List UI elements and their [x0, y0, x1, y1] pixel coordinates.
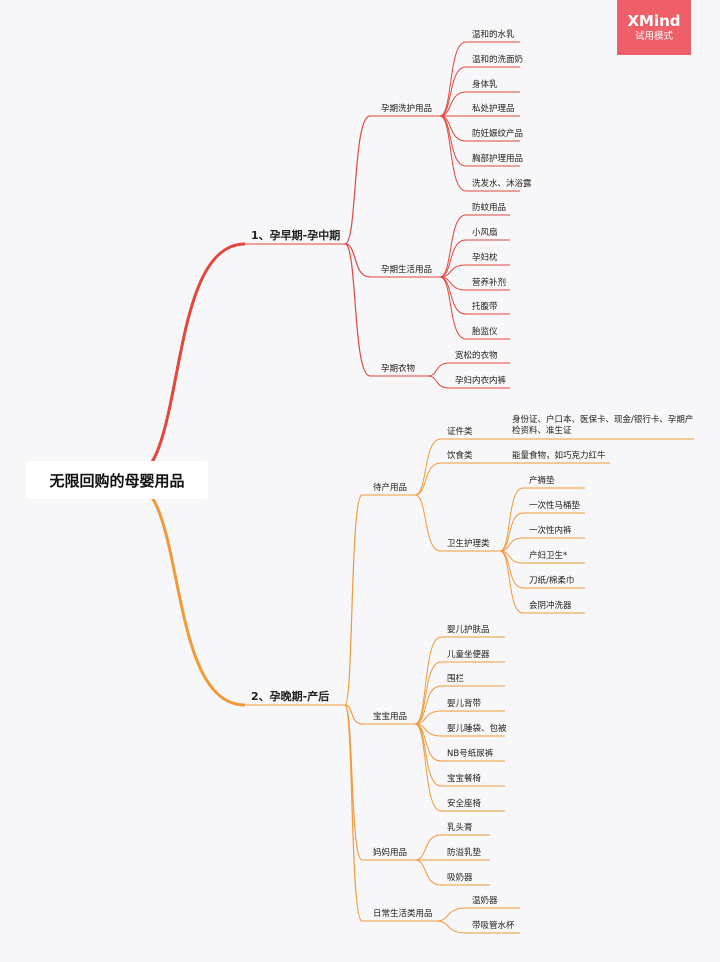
leaf[interactable]: 安全座椅 [447, 799, 482, 809]
leaf[interactable]: 小风扇 [472, 228, 498, 238]
connector-leaf [439, 115, 467, 192]
leaf[interactable]: 防妊娠纹产品 [472, 129, 524, 139]
connector-leaf [414, 685, 442, 725]
connector-leaf [499, 512, 524, 552]
leaf[interactable]: 身份证、户口本、医保卡、现金/银行卡、孕期产检资料、准生证 [512, 415, 694, 436]
leaf[interactable]: 私处护理品 [472, 104, 515, 114]
connector-delivery-group [414, 438, 442, 496]
connector-leaf [439, 239, 467, 278]
leaf[interactable]: NB号纸尿裤 [447, 749, 494, 759]
connector-leaf [414, 723, 442, 762]
leaf[interactable]: 胎监仪 [472, 327, 498, 337]
topic-daily[interactable]: 日常生活类用品 [373, 909, 433, 919]
topic-branch-1[interactable]: 1、孕早期-孕中期 [251, 229, 341, 242]
topic-prenatal-life[interactable]: 孕期生活用品 [381, 265, 433, 275]
leaf[interactable]: 营养补剂 [472, 278, 507, 288]
connector-leaf [499, 487, 524, 552]
leaf[interactable]: 孕妇枕 [472, 253, 498, 263]
badge-mode: 试用模式 [634, 31, 673, 42]
leaf[interactable]: 胸部护理用品 [472, 154, 524, 164]
connector-branch-1-sub [344, 243, 371, 278]
leaf[interactable]: 一次性马桶垫 [529, 501, 581, 511]
connector-leaf [414, 723, 442, 812]
badge-brand: XMind [627, 12, 681, 30]
leaf[interactable]: 能量食物，如巧克力红牛 [512, 451, 606, 461]
connector-leaf [499, 550, 524, 589]
connector-delivery-group [414, 462, 442, 496]
leaf[interactable]: 吸奶器 [447, 873, 473, 883]
topic-documents[interactable]: 证件类 [447, 427, 473, 437]
leaf[interactable]: 一次性内裤 [529, 526, 572, 536]
leaf[interactable]: 温和的洗面奶 [472, 55, 524, 65]
connector-leaf [414, 834, 442, 861]
leaf[interactable]: 婴儿背带 [447, 699, 482, 709]
root-topic[interactable]: 无限回购的母婴用品 [26, 461, 208, 499]
leaf[interactable]: 宽松的衣物 [455, 351, 498, 361]
topic-hygiene[interactable]: 卫生护理类 [447, 539, 490, 549]
topic-baby[interactable]: 宝宝用品 [373, 712, 408, 722]
leaf[interactable]: 孕妇内衣内裤 [455, 376, 507, 386]
connector-leaf [414, 636, 442, 725]
connector-branch-2-sub [344, 704, 363, 725]
leaf[interactable]: 产褥垫 [529, 476, 555, 486]
xmind-trial-badge[interactable]: XMind 试用模式 [617, 0, 691, 55]
connector-leaf [435, 920, 467, 934]
leaf[interactable]: 温和的水乳 [472, 30, 515, 40]
connector-leaf [439, 91, 467, 117]
leaf[interactable]: 婴儿护肤品 [447, 625, 490, 635]
connector-branch-1-sub [344, 243, 371, 377]
leaf[interactable]: 温奶器 [472, 896, 498, 906]
connector-leaf [439, 276, 467, 340]
connector-leaf [414, 710, 442, 725]
topic-mom[interactable]: 妈妈用品 [373, 848, 408, 858]
leaf[interactable]: 刀纸/棉柔巾 [529, 576, 575, 586]
connector-leaf [439, 66, 467, 117]
leaf[interactable]: 宝宝餐椅 [447, 774, 482, 784]
connector-branch-2-sub [344, 704, 363, 922]
connector-root-branch-1 [129, 242, 246, 480]
connector-root-branch-2 [129, 480, 246, 707]
topic-branch-2[interactable]: 2、孕晚期-产后 [251, 690, 330, 703]
topic-delivery[interactable]: 待产用品 [373, 483, 408, 493]
topic-prenatal-care[interactable]: 孕期洗护用品 [381, 104, 433, 114]
connector-leaf [439, 276, 467, 315]
connector-leaf [499, 550, 524, 614]
connector-leaf [414, 859, 442, 886]
leaf[interactable]: 会阴冲洗器 [529, 601, 572, 611]
connector-leaf [499, 537, 524, 552]
topic-prenatal-clothes[interactable]: 孕期衣物 [381, 364, 416, 374]
leaf[interactable]: 托腹带 [472, 302, 498, 312]
connector-branch-1-sub [344, 115, 371, 245]
leaf[interactable]: 防蚊用品 [472, 203, 507, 213]
leaf[interactable]: 带吸管水杯 [472, 921, 515, 931]
connector-leaf [439, 264, 467, 278]
connector-leaf [414, 723, 442, 787]
leaf[interactable]: 围栏 [447, 674, 465, 684]
connector-leaf [439, 41, 467, 117]
leaf[interactable]: 防溢乳垫 [447, 848, 482, 858]
connector-leaf [414, 661, 442, 725]
topic-food[interactable]: 饮食类 [447, 451, 473, 461]
leaf[interactable]: 洗发水、沐浴露 [472, 179, 532, 189]
connector-leaf [435, 907, 467, 922]
connector-delivery-group [414, 494, 442, 552]
leaf[interactable]: 儿童坐便器 [447, 650, 490, 660]
leaf[interactable]: 身体乳 [472, 80, 498, 90]
leaf[interactable]: 乳头膏 [447, 823, 473, 833]
connector-leaf [427, 362, 450, 377]
connector-branch-2-sub [344, 494, 363, 706]
connector-leaf [427, 375, 450, 389]
leaf[interactable]: 婴儿睡袋、包被 [447, 724, 507, 734]
leaf[interactable]: 产妇卫生* [529, 551, 568, 561]
connector-leaf [439, 214, 467, 278]
